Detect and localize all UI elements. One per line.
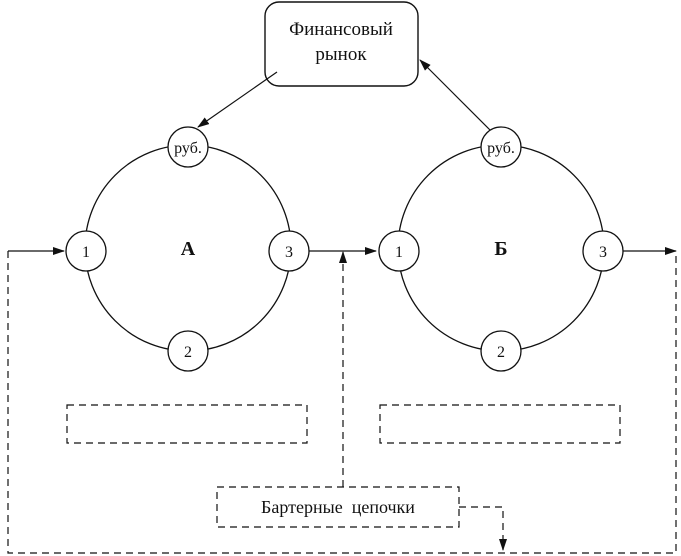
circuit-a-node-1-label: 1	[82, 244, 90, 261]
dashed-box-b	[379, 404, 621, 444]
circuit-a-label: А	[181, 238, 196, 260]
financial-market-box: Финансовый рынок	[264, 1, 419, 87]
dashed-box-a	[66, 404, 308, 444]
circuit-a-node-3: 3	[268, 230, 310, 272]
circuit-a-node-2-label: 2	[184, 344, 192, 361]
barter-chains-label: Бартерные цепочки	[261, 497, 415, 517]
circuit-b-node-1-label: 1	[395, 244, 403, 261]
circuit-a-node-3-label: 3	[285, 244, 293, 261]
circuit-a-node-money: руб.	[167, 126, 209, 168]
arrow-b-to-market	[419, 59, 491, 131]
circuit-b-node-1: 1	[378, 230, 420, 272]
circuit-a: А руб. 1 3 2	[65, 126, 310, 372]
financial-market-label-line2: рынок	[315, 44, 367, 65]
circuit-a-node-2: 2	[167, 330, 209, 372]
circuit-b-node-2-label: 2	[497, 344, 505, 361]
barter-route-outer	[7, 251, 677, 554]
circuit-a-node-money-label: руб.	[174, 140, 202, 157]
arrow-market-to-a	[197, 71, 278, 128]
circuit-b-node-3-label: 3	[599, 244, 607, 261]
circuit-a-node-1: 1	[65, 230, 107, 272]
circuit-b-node-3: 3	[582, 230, 624, 272]
barter-chains-box: Бартерные цепочки	[216, 486, 460, 528]
financial-market-label-line1: Финансовый	[289, 19, 393, 40]
circuit-b: Б руб. 1 3 2	[378, 126, 624, 372]
circuit-b-label: Б	[494, 238, 507, 260]
circuit-b-node-money-label: руб.	[487, 140, 515, 157]
circuit-b-node-2: 2	[480, 330, 522, 372]
circuit-b-node-money: руб.	[480, 126, 522, 168]
barter-route-down	[459, 506, 507, 551]
